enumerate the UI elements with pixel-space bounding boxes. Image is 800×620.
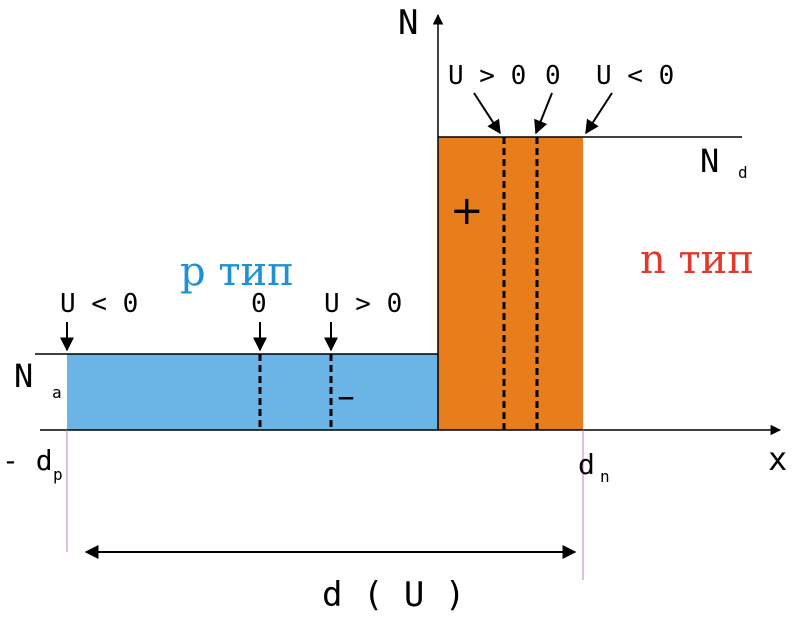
width-label: d ( U ) [322,575,465,615]
acceptor-level-sub: a [52,383,62,402]
p-region-fill [67,354,438,430]
p-u-greater-label: U > 0 [324,289,402,319]
x-axis-label: x [768,440,787,478]
n-zero-label: 0 [545,61,561,91]
acceptor-level-label: N [14,357,33,395]
donor-level-label: N [700,142,719,180]
n-u-less-arrow [585,92,613,135]
right-edge-label: d [578,448,595,481]
positive-charge-sign: + [450,188,484,234]
negative-charge-sign: – [337,376,355,417]
n-region-label: n тип [640,237,754,283]
n-region-fill [438,137,583,430]
left-edge-label: - d [2,444,53,477]
p-zero-label: 0 [251,289,267,319]
donor-level-sub: d [738,163,748,182]
n-u-greater-arrow [473,92,501,135]
n-u-less-label: U < 0 [596,61,674,91]
p-u-less-label: U < 0 [60,289,138,319]
right-edge-sub: n [600,467,610,486]
left-edge-sub: p [53,465,63,484]
p-region-label: p тип [180,249,294,295]
n-zero-arrow [534,92,553,135]
n-u-greater-label: U > 0 [448,61,526,91]
y-axis-label: N [398,3,418,43]
